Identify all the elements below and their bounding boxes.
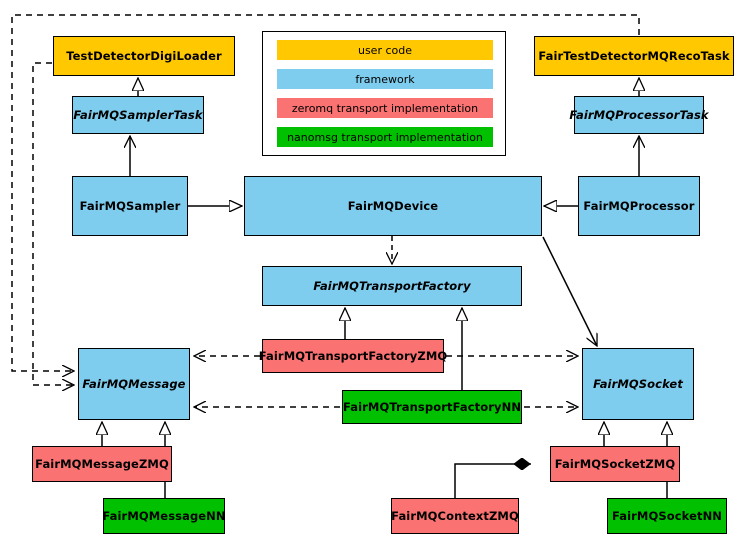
class-node-label: FairMQSampler xyxy=(79,198,181,213)
class-node-label: FairMQSocketNN xyxy=(611,508,723,523)
edge-device-to-socket xyxy=(542,236,597,346)
class-node-FairMQProcessorTask[interactable]: FairMQProcessorTask xyxy=(569,96,709,134)
class-node-label: FairTestDetectorMQRecoTask xyxy=(538,48,730,63)
class-node-FairMQMessageNN[interactable]: FairMQMessageNN xyxy=(102,498,226,534)
class-node-FairMQDevice[interactable]: FairMQDevice xyxy=(244,176,542,236)
class-node-label: FairMQProcessor xyxy=(583,198,695,213)
class-node-FairMQSocketZMQ[interactable]: FairMQSocketZMQ xyxy=(550,446,680,482)
legend-label-user-code: user code xyxy=(357,43,413,57)
class-node-label: FairMQMessageZMQ xyxy=(35,456,169,471)
class-node-FairMQTransportFactory[interactable]: FairMQTransportFactory xyxy=(262,266,522,306)
class-node-label: FairMQMessage xyxy=(82,376,186,391)
class-node-label: FairMQProcessorTask xyxy=(569,107,709,122)
class-node-label: FairMQDevice xyxy=(347,198,439,213)
class-node-label: FairMQMessageNN xyxy=(102,508,226,523)
class-node-FairMQMessageZMQ[interactable]: FairMQMessageZMQ xyxy=(32,446,172,482)
class-node-FairMQSocket[interactable]: FairMQSocket xyxy=(582,348,694,420)
class-node-label: FairMQSocketZMQ xyxy=(554,456,676,471)
class-node-FairMQProcessor[interactable]: FairMQProcessor xyxy=(578,176,700,236)
class-node-label: FairMQTransportFactory xyxy=(313,278,471,293)
class-node-label: FairMQSocket xyxy=(593,376,683,391)
legend-label-zeromq: zeromq transport implementation xyxy=(291,101,479,115)
class-node-label: FairMQContextZMQ xyxy=(391,508,519,523)
class-node-label: TestDetectorDigiLoader xyxy=(66,48,222,63)
legend-item-zeromq: zeromq transport implementation xyxy=(277,98,493,118)
class-node-label: FairMQSamplerTask xyxy=(73,107,203,122)
legend-item-framework: framework xyxy=(277,69,493,89)
class-node-label: FairMQTransportFactoryZMQ xyxy=(258,348,448,363)
legend-item-nanomsg: nanomsg transport implementation xyxy=(277,127,493,147)
legend-label-nanomsg: nanomsg transport implementation xyxy=(287,130,483,144)
class-node-FairMQSamplerTask[interactable]: FairMQSamplerTask xyxy=(72,96,204,134)
legend-label-framework: framework xyxy=(355,72,415,86)
class-node-FairMQTransportFactoryZMQ[interactable]: FairMQTransportFactoryZMQ xyxy=(259,339,447,373)
class-node-FairMQMessage[interactable]: FairMQMessage xyxy=(78,348,190,420)
edge-contextzmq-to-socketzmq xyxy=(454,464,531,498)
class-node-FairTestDetectorMQRecoTask[interactable]: FairTestDetectorMQRecoTask xyxy=(534,36,734,76)
class-node-FairMQSampler[interactable]: FairMQSampler xyxy=(72,176,188,236)
class-node-TestDetectorDigiLoader[interactable]: TestDetectorDigiLoader xyxy=(53,36,235,76)
legend-item-user-code: user code xyxy=(277,40,493,60)
class-node-FairMQTransportFactoryNN[interactable]: FairMQTransportFactoryNN xyxy=(342,390,522,424)
class-node-label: FairMQTransportFactoryNN xyxy=(342,399,522,414)
class-node-FairMQContextZMQ[interactable]: FairMQContextZMQ xyxy=(391,498,519,534)
legend-box: user code framework zeromq transport imp… xyxy=(262,31,506,156)
class-node-FairMQSocketNN[interactable]: FairMQSocketNN xyxy=(607,498,727,534)
edge-digiloader-to-message xyxy=(32,62,74,385)
